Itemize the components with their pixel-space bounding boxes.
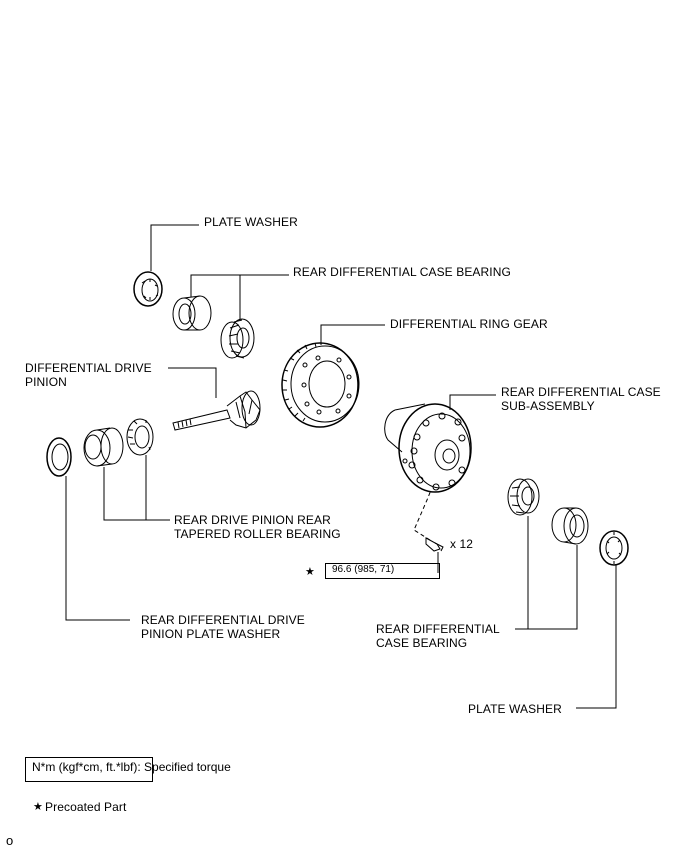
drive-pinion-part <box>172 390 261 431</box>
legend-precoated-label: Precoated Part <box>45 800 127 814</box>
label-case-bearing-right-line2: CASE BEARING <box>376 636 468 650</box>
torque-spec-value: 96.6 (985, 71) <box>332 564 395 575</box>
plate-washer-bottom-part <box>599 530 629 566</box>
label-pinion-bearing-line2: TAPERED ROLLER BEARING <box>174 527 341 541</box>
label-bolt-count: x 12 <box>450 537 474 551</box>
leader-lines <box>65 224 617 709</box>
label-drive-pinion-line1: DIFFERENTIAL DRIVE <box>25 361 152 375</box>
label-case-bearing-top: REAR DIFFERENTIAL CASE BEARING <box>293 265 511 279</box>
label-ring-gear: DIFFERENTIAL RING GEAR <box>390 317 548 331</box>
differential-case-part <box>384 403 472 493</box>
label-plate-washer-bottom: PLATE WASHER <box>468 702 562 716</box>
legend-precoated-star-icon: ★ <box>33 801 43 813</box>
torque-spec-box <box>325 563 440 579</box>
pinion-bearing-part <box>83 418 154 467</box>
label-case-subassy-line2: SUB-ASSEMBLY <box>501 399 595 413</box>
label-pinion-bearing-line1: REAR DRIVE PINION REAR <box>174 513 331 527</box>
ring-gear-part <box>281 342 360 428</box>
bolt-part <box>425 537 444 552</box>
label-case-bearing-right-line1: REAR DIFFERENTIAL <box>376 622 500 636</box>
label-plate-washer-top: PLATE WASHER <box>204 215 298 229</box>
label-case-subassy-line1: REAR DIFFERENTIAL CASE <box>501 385 661 399</box>
case-bearing-right-part <box>507 478 589 545</box>
label-drive-pinion-line2: PINION <box>25 375 67 389</box>
label-pinion-washer-line1: REAR DIFFERENTIAL DRIVE <box>141 613 305 627</box>
label-pinion-washer-line2: PINION PLATE WASHER <box>141 627 281 641</box>
corner-code: o <box>6 833 14 848</box>
pinion-plate-washer-part <box>46 437 72 477</box>
legend-torque-box <box>25 757 153 782</box>
legend-torque-text: N*m (kgf*cm, ft.*lbf): Specified torque <box>32 760 231 774</box>
plate-washer-top-part <box>133 271 163 307</box>
torque-star-icon: ★ <box>305 566 315 578</box>
case-bearing-top-part <box>172 295 255 359</box>
